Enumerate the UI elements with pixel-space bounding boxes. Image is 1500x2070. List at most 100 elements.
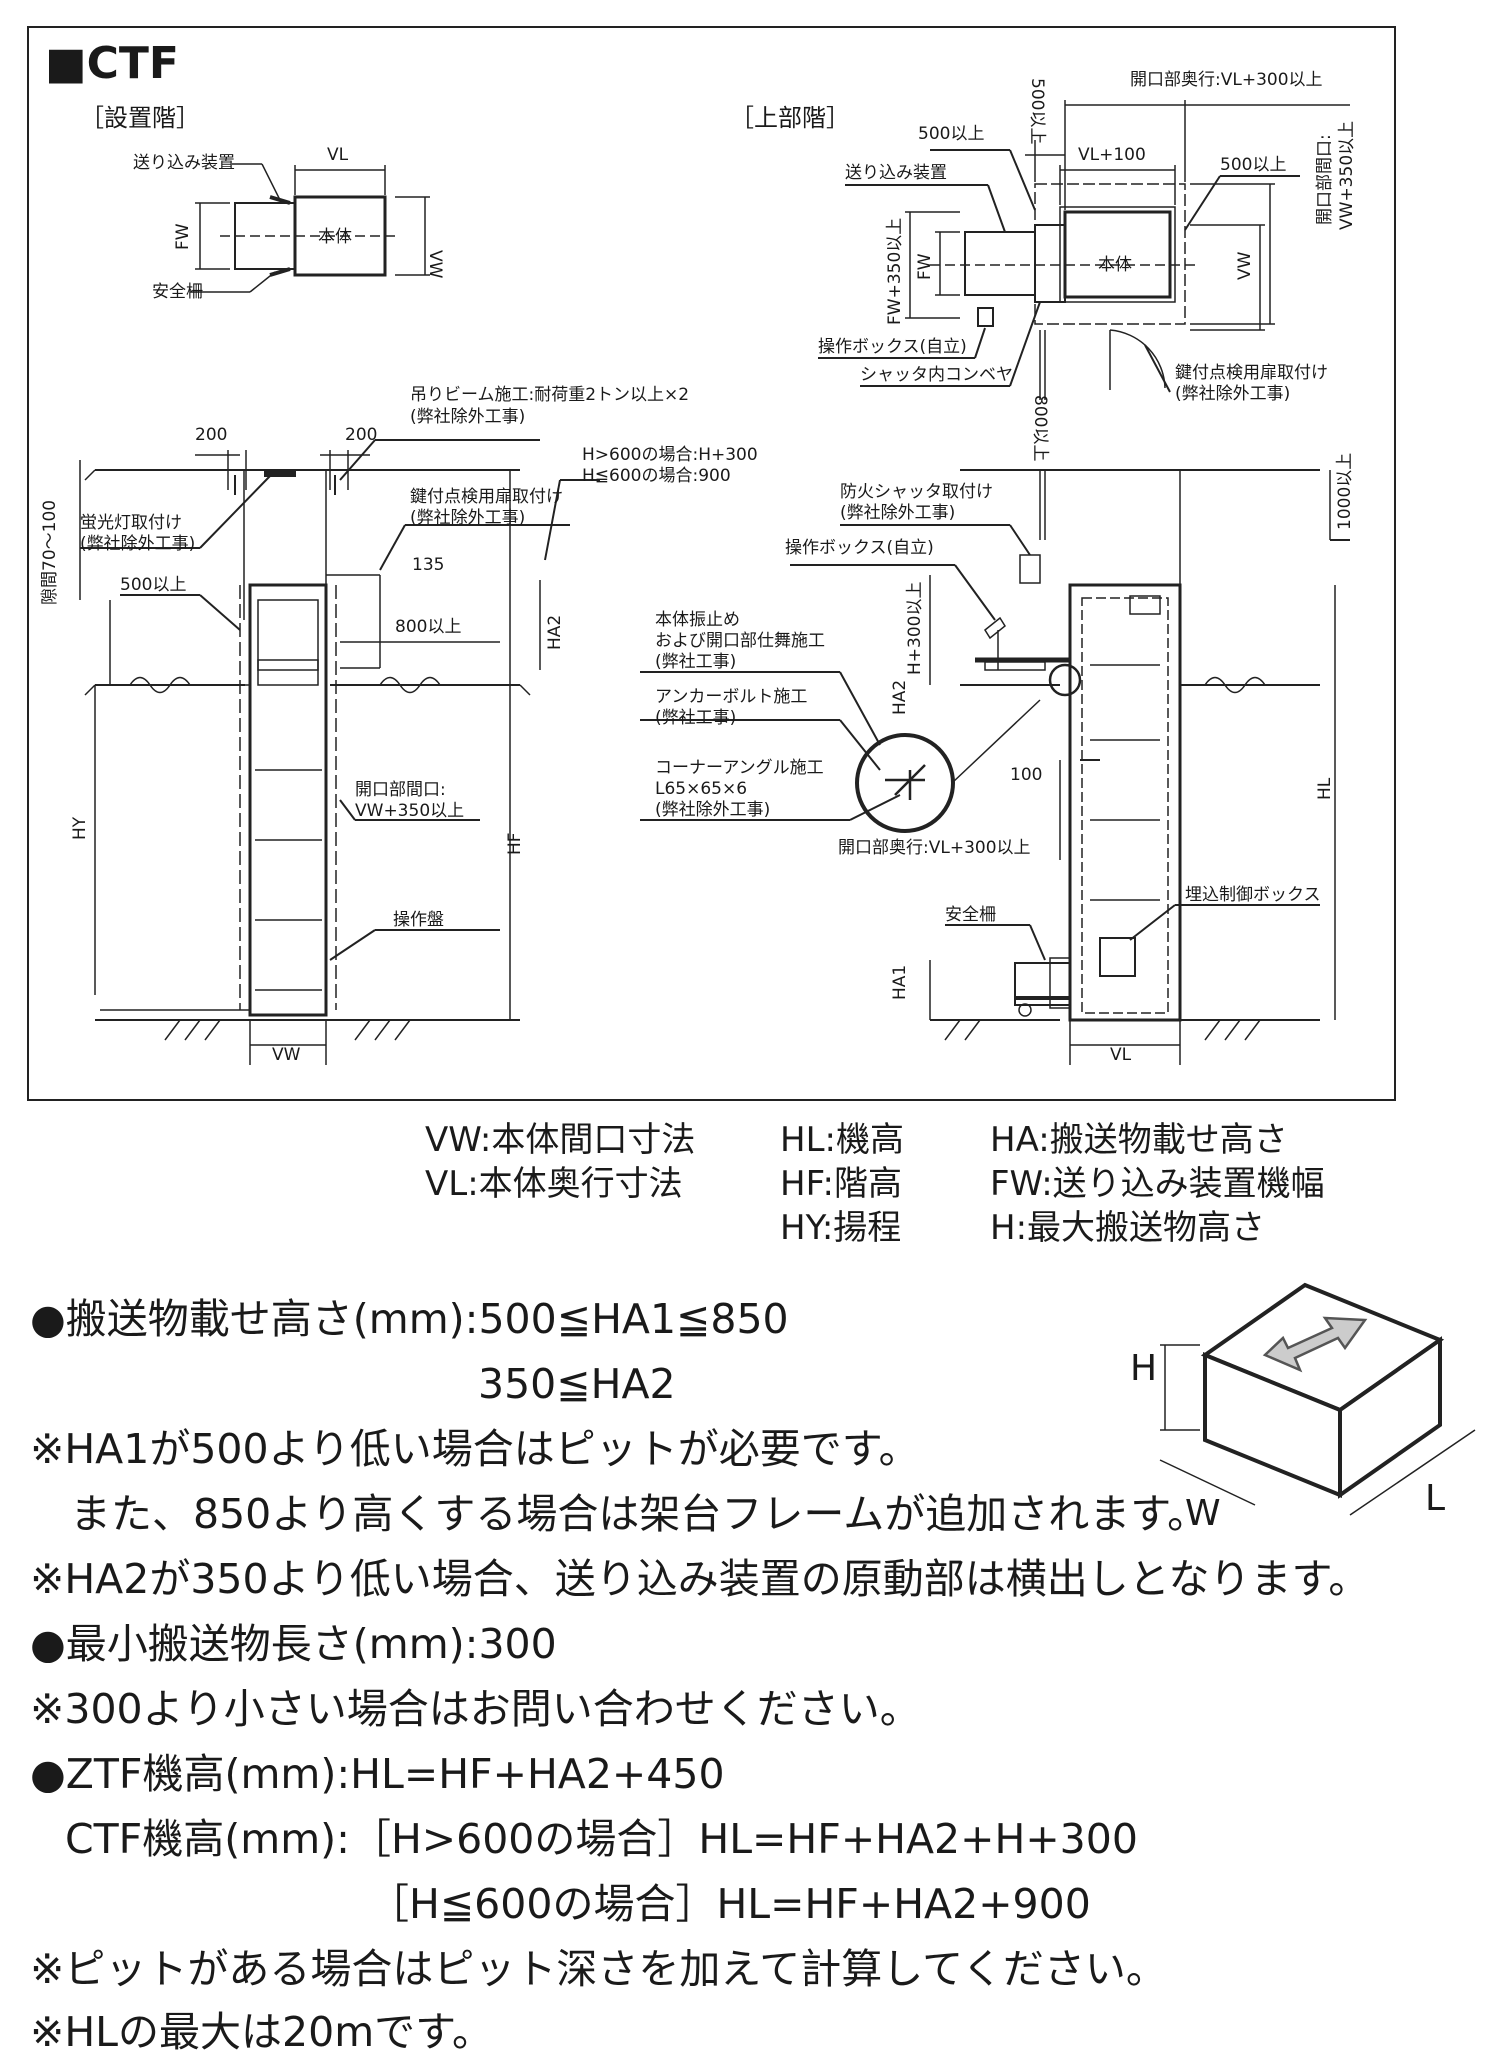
note-contact: ※300より小さい場合はお問い合わせください。 <box>30 1685 921 1733</box>
right-section-vl: VL <box>1110 1045 1132 1065</box>
right-plan-fw350: FW+350以上 <box>885 218 905 325</box>
drawing-frame <box>27 26 1396 1101</box>
legend-row-h: H:最大搬送物高さ <box>990 1208 1266 1248</box>
left-section-panel: 操作盤 <box>393 910 444 930</box>
right-section-brace2: および開口部仕舞施工 <box>655 631 825 651</box>
right-section-angle2: L65×65×6 <box>655 779 747 799</box>
box-w-label: W <box>1185 1493 1221 1534</box>
right-section-100: 100 <box>1010 765 1042 785</box>
cargo-box-illustration <box>1200 1282 1445 1499</box>
note-ha2-range: 350≦HA2 <box>478 1360 676 1408</box>
left-plan-guard-label: 安全柵 <box>152 282 203 302</box>
left-section-opening2: VW+350以上 <box>355 801 464 821</box>
legend-row-fw: FW:送り込み装置機幅 <box>990 1164 1325 1204</box>
right-plan-body-label: 本体 <box>1098 255 1132 275</box>
right-section-fire2: (弊社除外工事) <box>840 503 955 523</box>
right-plan-500b: 500以上 <box>1220 155 1286 175</box>
right-section-op-box: 操作ボックス(自立) <box>785 538 934 558</box>
legend: VW:本体間口寸法 VL:本体奥行寸法 <box>425 1118 695 1206</box>
right-section-guard: 安全柵 <box>945 905 996 925</box>
left-section-h-gt: H>600の場合:H+300 <box>582 445 758 465</box>
right-plan-500a: 500以上 <box>918 124 984 144</box>
box-l-label: L <box>1425 1478 1445 1519</box>
left-plan-feeder-label: 送り込み装置 <box>133 153 235 173</box>
left-section-200a: 200 <box>195 425 227 445</box>
right-section-anchor1: アンカーボルト施工 <box>655 687 807 707</box>
note-ha-range: ●搬送物載せ高さ(mm):500≦HA1≦850 <box>30 1295 789 1343</box>
left-section-beam2: (弊社除外工事) <box>410 407 525 427</box>
left-section-hf: HF <box>505 832 525 855</box>
left-section-beam1: 吊りビーム施工:耐荷重2トン以上×2 <box>410 385 689 405</box>
note-ctf-height-le: ［H≦600の場合］HL=HF+HA2+900 <box>368 1880 1091 1928</box>
right-plan-feeder-label: 送り込み装置 <box>845 163 947 183</box>
label-install-floor: ［設置階］ <box>80 104 200 132</box>
plan-right-door <box>1109 329 1166 390</box>
label-upper-floor: ［上部階］ <box>730 104 850 132</box>
left-section-ha2: HA2 <box>545 615 565 650</box>
right-plan-door1: 鍵付点検用扉取付け <box>1175 363 1328 383</box>
right-section-brace1: 本体振止め <box>655 610 740 630</box>
left-plan-body-label: 本体 <box>318 227 352 247</box>
right-plan-vw: VW <box>1235 251 1255 280</box>
right-section-angle1: コーナーアングル施工 <box>655 758 824 778</box>
legend-row-hf: HF:階高 <box>780 1164 902 1204</box>
plan-right-feeder <box>964 231 1036 296</box>
left-section-200b: 200 <box>345 425 377 445</box>
right-section-1000: 1000以上 <box>1335 453 1355 530</box>
right-plan-vl100: VL+100 <box>1078 145 1146 165</box>
right-plan-fw: FW <box>915 253 935 280</box>
note-min-length: ●最小搬送物長さ(mm):300 <box>30 1620 557 1668</box>
note-pit-depth: ※ピットがある場合はピット深さを加えて計算してください。 <box>30 1945 1167 1993</box>
legend-row-ha: HA:搬送物載せ高さ <box>990 1120 1288 1160</box>
left-section-135: 135 <box>412 555 444 575</box>
left-section-hy: HY <box>70 816 90 840</box>
right-plan-opening-depth: 開口部奥行:VL+300以上 <box>1130 70 1323 90</box>
right-section-ctrl: 埋込制御ボックス <box>1185 885 1321 905</box>
right-section-hl: HL <box>1315 777 1335 800</box>
left-section-light1: 蛍光灯取付け <box>80 513 182 533</box>
plan-right-conveyor <box>1034 224 1066 303</box>
right-plan-opening-width: 開口部間口: <box>1315 134 1335 225</box>
drawing-title: ■CTF <box>45 38 179 89</box>
double-arrow-icon <box>1262 1316 1368 1373</box>
right-section-ha2: HA2 <box>890 680 910 715</box>
left-section-500: 500以上 <box>120 575 186 595</box>
left-plan-vl-label: VL <box>327 145 349 165</box>
left-section-gap: 隙間70～100 <box>40 500 60 605</box>
legend-row-vl: VL:本体奥行寸法 <box>425 1164 683 1204</box>
legend-col3: HA:搬送物載せ高さ FW:送り込み装置機幅 H:最大搬送物高さ <box>990 1118 1325 1250</box>
right-section-h300: H+300以上 <box>905 582 925 675</box>
note-ha1-frame: また、850より高くする場合は架台フレームが追加されます。 <box>70 1490 1209 1538</box>
left-section-vw: VW <box>272 1045 301 1065</box>
right-section-anchor2: (弊社工事) <box>655 708 736 728</box>
left-section-light2: (弊社除外工事) <box>80 534 195 554</box>
left-section-800: 800以上 <box>395 617 461 637</box>
right-plan-800: 800以上 <box>1030 395 1050 461</box>
section-right-op-box <box>984 616 1006 670</box>
right-section-ha1: HA1 <box>890 965 910 1000</box>
right-plan-door2: (弊社除外工事) <box>1175 384 1290 404</box>
section-right-body <box>1068 583 1182 1022</box>
note-ztf-height: ●ZTF機高(mm):HL=HF+HA2+450 <box>30 1750 725 1798</box>
right-section-fire1: 防火シャッタ取付け <box>840 482 993 502</box>
right-section-angle3: (弊社除外工事) <box>655 800 770 820</box>
note-hl-max: ※HLの最大は20mです。 <box>30 2008 494 2056</box>
note-ha2-drive: ※HA2が350より低い場合、送り込み装置の原動部は横出しとなります。 <box>30 1555 1370 1603</box>
left-section-opening1: 開口部間口: <box>355 780 446 800</box>
box-h-label: H <box>1130 1348 1157 1389</box>
left-section-door1: 鍵付点検用扉取付け <box>410 487 563 507</box>
right-section-brace3: (弊社工事) <box>655 652 736 672</box>
section-left-body <box>248 583 328 1017</box>
section-right-control-box <box>1099 937 1136 977</box>
legend-row-hy: HY:揚程 <box>780 1208 902 1248</box>
legend-col2: HL:機高 HF:階高 HY:揚程 <box>780 1118 904 1250</box>
left-plan-fw-label: FW <box>173 223 193 250</box>
note-ha1-pit: ※HA1が500より低い場合はピットが必要です。 <box>30 1425 920 1473</box>
left-section-h-le: H≦600の場合:900 <box>582 466 731 486</box>
left-plan-vw-label: VW <box>425 250 445 279</box>
plan-right-opening <box>1034 183 1186 325</box>
right-plan-opening-width-2: VW+350以上 <box>1337 121 1357 230</box>
plan-right-op-box <box>977 307 994 327</box>
detail-circle <box>855 733 955 833</box>
